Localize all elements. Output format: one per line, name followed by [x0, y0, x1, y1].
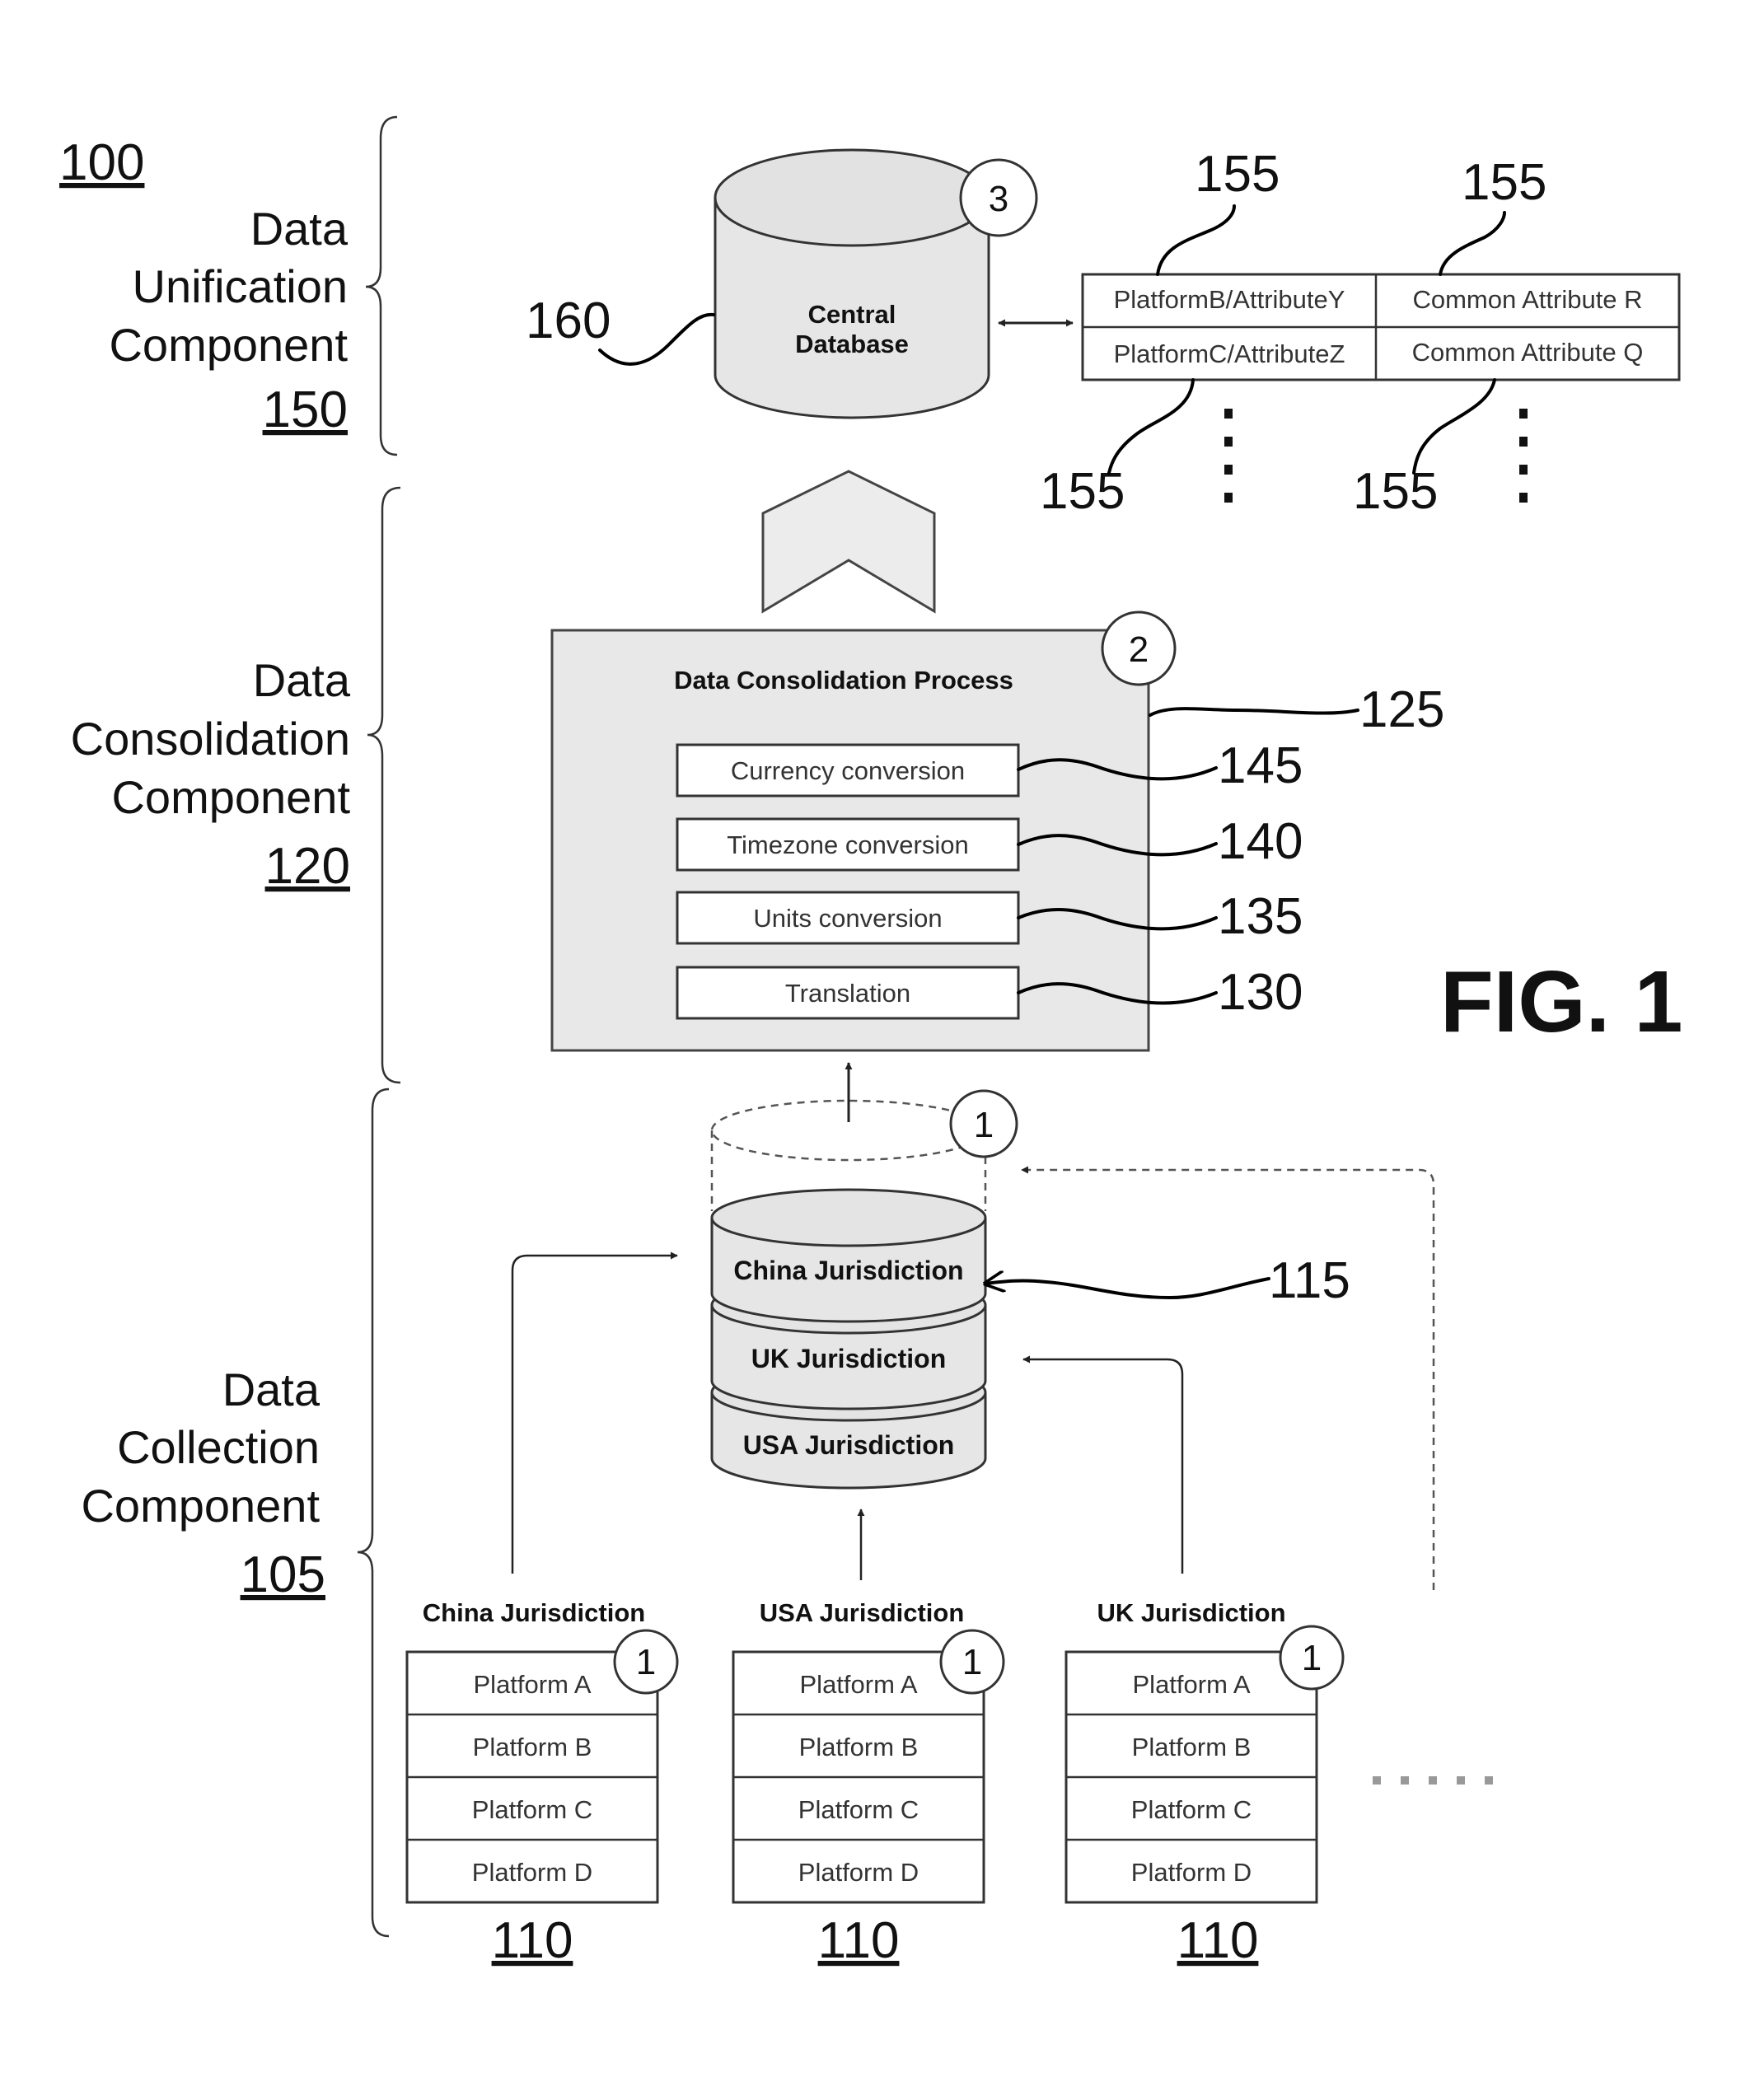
attribute-ref-155: 155	[1040, 463, 1125, 520]
step-badge-1: 1	[636, 1642, 656, 1682]
platform-cell: Platform D	[798, 1858, 919, 1887]
more-to-stack-arrow	[1022, 1170, 1434, 1590]
svg-text:Component: Component	[111, 771, 350, 823]
chevron-up-arrow	[763, 471, 934, 611]
svg-text:Component: Component	[81, 1480, 320, 1532]
china-to-stack-arrow	[512, 1256, 677, 1574]
svg-text:Data Consolidation Process: Data Consolidation Process	[674, 666, 1013, 695]
attribute-ref-155: 155	[1353, 463, 1438, 520]
svg-text:Database: Database	[795, 330, 909, 358]
svg-text:Data: Data	[222, 1364, 321, 1415]
process-leader-125	[1150, 709, 1358, 715]
step-ref-140: 140	[1218, 813, 1303, 870]
unification-section-label: Data Unification Component 150	[109, 203, 348, 438]
platform-cell: Platform C	[1131, 1795, 1252, 1824]
table-cell: Common Attribute R	[1412, 285, 1642, 314]
attribute-leader-155	[1414, 380, 1495, 473]
step-badge-1: 1	[1302, 1638, 1322, 1678]
svg-text:Consolidation: Consolidation	[71, 713, 350, 765]
jurisdiction-uk: UK Jurisdiction Platform A Platform B Pl…	[1066, 1598, 1343, 1969]
platform-cell: Platform B	[799, 1733, 919, 1761]
step-ref-135: 135	[1218, 888, 1303, 945]
svg-text:Central: Central	[808, 300, 896, 329]
table-cell: PlatformC/AttributeZ	[1114, 339, 1345, 368]
platform-cell: Platform A	[474, 1670, 592, 1699]
jurisdiction-usa: USA Jurisdiction Platform A Platform B P…	[733, 1598, 1004, 1969]
platform-cell: Platform B	[1132, 1733, 1252, 1761]
attribute-leader-155	[1158, 206, 1234, 274]
platform-cell: Platform D	[1131, 1858, 1252, 1887]
svg-text:Data: Data	[250, 203, 349, 255]
stack-layer-label: China Jurisdiction	[733, 1256, 963, 1285]
svg-text:Component: Component	[109, 319, 348, 371]
process-step-currency: Currency conversion	[677, 745, 1018, 796]
svg-text:Timezone conversion: Timezone conversion	[727, 830, 969, 859]
svg-text:150: 150	[263, 381, 348, 438]
attribute-leader-155	[1109, 380, 1193, 473]
stack-leader-115	[985, 1279, 1269, 1298]
platform-cell: Platform C	[798, 1795, 919, 1824]
table-cell: Common Attribute Q	[1412, 338, 1644, 367]
database-leader-160	[600, 315, 714, 364]
step-ref-130: 130	[1218, 964, 1303, 1021]
svg-text:Unification: Unification	[133, 260, 348, 312]
step-badge-3: 3	[961, 160, 1036, 236]
platform-cell: Platform D	[472, 1858, 592, 1887]
svg-text:Currency conversion: Currency conversion	[731, 756, 965, 785]
unification-brace	[366, 117, 397, 455]
process-ref-125: 125	[1359, 681, 1444, 738]
system-ref-100: 100	[59, 134, 144, 191]
svg-text:1: 1	[974, 1105, 994, 1145]
step-badge-1: 1	[962, 1642, 982, 1682]
step-badge-2: 2	[1102, 612, 1175, 685]
consolidation-section-label: Data Consolidation Component 120	[71, 654, 351, 895]
stack-layer-label: USA Jurisdiction	[743, 1430, 955, 1460]
platform-cell: Platform C	[472, 1795, 592, 1824]
stack-layer-label: UK Jurisdiction	[751, 1344, 946, 1373]
collection-section-label: Data Collection Component 105	[81, 1364, 325, 1603]
attribute-ref-155: 155	[1462, 154, 1546, 211]
svg-text:Translation: Translation	[785, 979, 910, 1008]
jurisdiction-name: UK Jurisdiction	[1097, 1598, 1285, 1627]
jurisdiction-stack: China Jurisdiction UK Jurisdiction USA J…	[712, 1101, 985, 1488]
attribute-leader-155	[1440, 213, 1504, 274]
consolidation-brace	[367, 488, 400, 1083]
stack-ref-115: 115	[1269, 1252, 1350, 1309]
platform-cell: Platform A	[1133, 1670, 1251, 1699]
process-step-translation: Translation	[677, 967, 1018, 1018]
svg-text:2: 2	[1129, 629, 1149, 670]
table-cell: PlatformB/AttributeY	[1114, 285, 1345, 314]
central-database: Central Database	[715, 150, 989, 418]
svg-text:Data: Data	[253, 654, 351, 706]
figure-label: FIG. 1	[1440, 953, 1683, 1050]
uk-to-stack-arrow	[1023, 1359, 1182, 1574]
svg-text:Units conversion: Units conversion	[753, 904, 942, 933]
jurisdiction-name: USA Jurisdiction	[760, 1598, 965, 1627]
process-step-units: Units conversion	[677, 892, 1018, 943]
more-jurisdictions-dots	[1373, 1776, 1493, 1785]
step-badge-1: 1	[951, 1091, 1017, 1157]
svg-text:3: 3	[989, 179, 1008, 219]
platform-cell: Platform A	[800, 1670, 918, 1699]
jurisdiction-ref-110: 110	[1177, 1912, 1259, 1969]
jurisdiction-ref-110: 110	[818, 1912, 900, 1969]
collection-brace	[358, 1089, 389, 1936]
attribute-ref-155: 155	[1195, 146, 1280, 203]
svg-text:Collection: Collection	[117, 1421, 320, 1473]
svg-text:105: 105	[241, 1546, 325, 1603]
platform-cell: Platform B	[473, 1733, 592, 1761]
process-step-timezone: Timezone conversion	[677, 819, 1018, 870]
jurisdiction-ref-110: 110	[492, 1912, 573, 1969]
step-ref-145: 145	[1218, 737, 1303, 794]
database-ref-160: 160	[526, 292, 611, 349]
jurisdiction-name: China Jurisdiction	[423, 1598, 645, 1627]
attribute-table: PlatformB/AttributeY Common Attribute R …	[1083, 274, 1679, 380]
jurisdiction-china: China Jurisdiction Platform A Platform B…	[407, 1598, 677, 1969]
svg-text:120: 120	[265, 838, 350, 895]
